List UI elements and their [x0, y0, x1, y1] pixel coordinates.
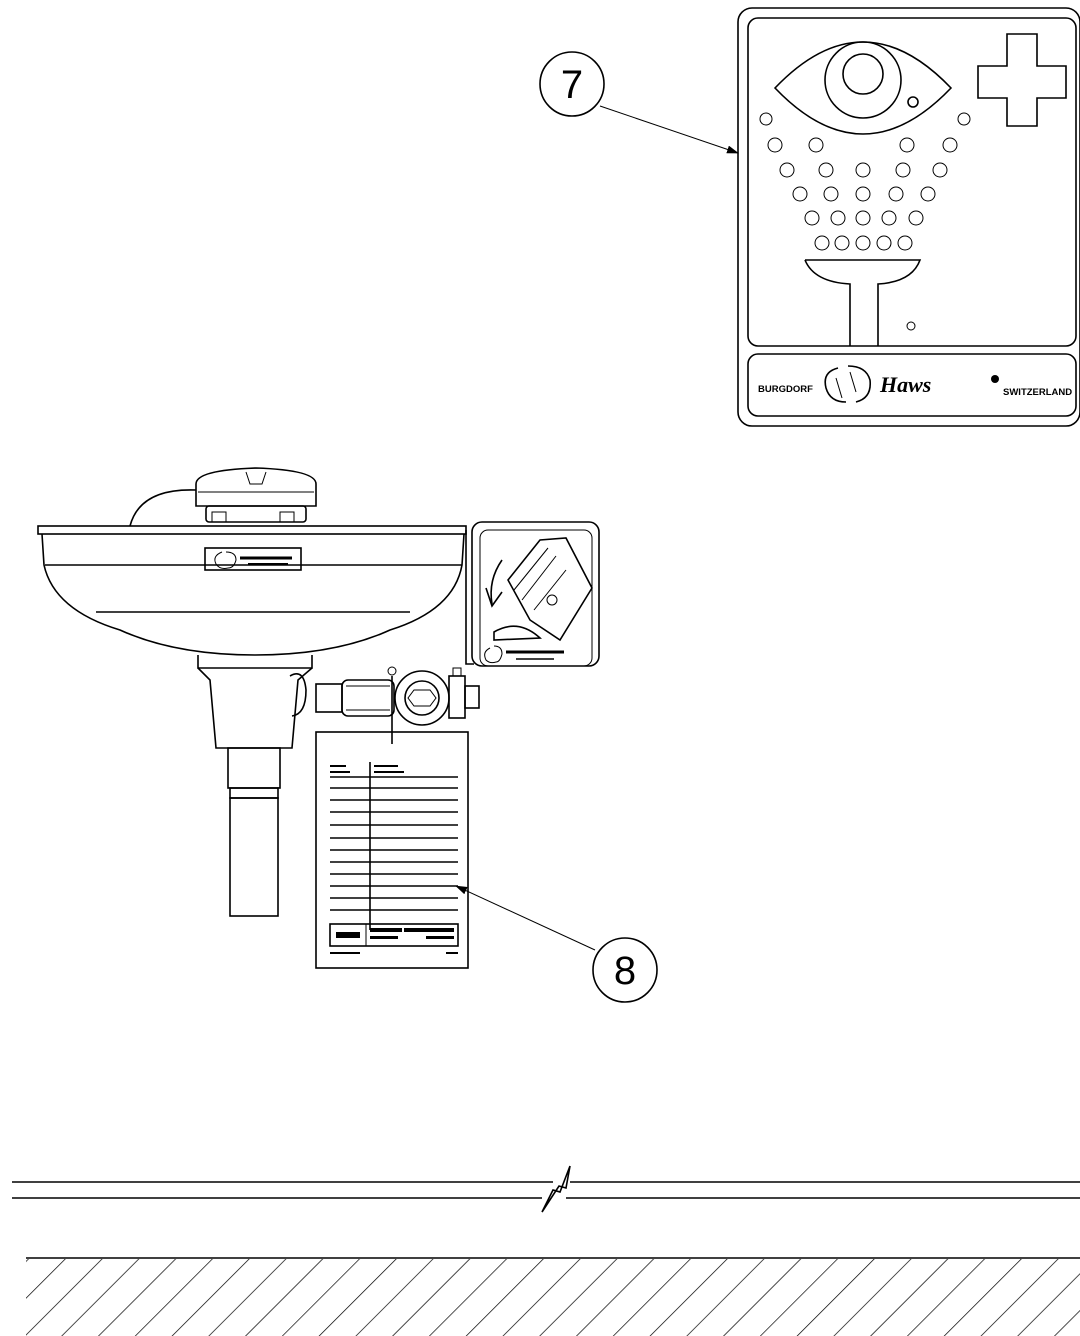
callout-8-number: 8	[614, 949, 636, 993]
callout-8: 8	[455, 885, 658, 1003]
callout-7: 7	[539, 51, 739, 154]
eyewash-fountain	[37, 467, 480, 917]
sign-right-text: SWITZERLAND	[1003, 387, 1072, 398]
fountain-bowl-icon	[804, 259, 922, 346]
sign-left-text: BURGDORF	[758, 384, 813, 395]
first-aid-cross-icon	[977, 33, 1067, 127]
spray-dots-icon	[759, 112, 971, 251]
callout-7-leader	[599, 105, 739, 154]
sign-brand: Haws	[879, 372, 931, 397]
inspection-tag-icon	[315, 666, 469, 969]
hand-push-icon	[471, 521, 600, 667]
haws-logo-bowl	[214, 551, 292, 569]
eye-icon	[773, 41, 953, 135]
eyewash-sign: BURGDORF Haws SWITZERLAND	[737, 7, 1080, 427]
callout-7-number: 7	[561, 63, 583, 107]
haws-logo-sign	[824, 365, 872, 403]
wall-break-line	[12, 1165, 1080, 1213]
haws-logo-plate	[484, 645, 564, 664]
callout-8-leader	[455, 885, 596, 951]
floor-hatch	[26, 1257, 1080, 1336]
